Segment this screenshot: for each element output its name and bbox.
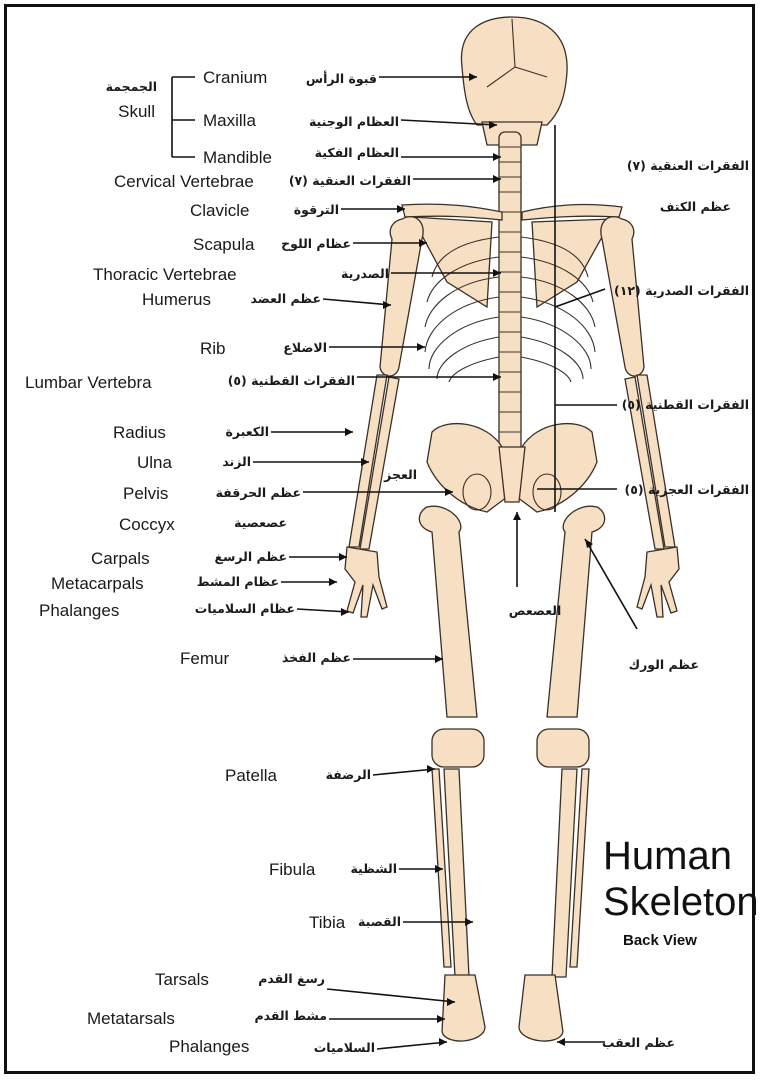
label-right-shoulder: عظم الكتف bbox=[660, 199, 731, 214]
label-tibia-ar: القصبة bbox=[358, 914, 401, 929]
pelvis-bone bbox=[427, 424, 507, 512]
title-line1: Human bbox=[603, 834, 732, 878]
label-rib-ar: الاضلاع bbox=[283, 340, 327, 355]
label-skull-ar: الجمجمة bbox=[106, 79, 157, 94]
label-humerus-ar: عظم العضد bbox=[251, 291, 321, 306]
humerus-bone bbox=[380, 217, 423, 376]
label-rib-en: Rib bbox=[200, 339, 226, 358]
label-radius-ar: الكعبرة bbox=[225, 424, 269, 439]
label-right-thoracic: الفقرات الصدرية (١٢) bbox=[614, 283, 749, 298]
label-skull-en: Skull bbox=[118, 102, 155, 121]
hand-bones bbox=[345, 547, 387, 617]
label-clavicle-en: Clavicle bbox=[190, 201, 250, 220]
foot-bones bbox=[442, 975, 485, 1041]
label-femur-ar: عظم الفخذ bbox=[282, 650, 351, 665]
label-humerus-en: Humerus bbox=[142, 290, 211, 309]
label-cervical-en: Cervical Vertebrae bbox=[114, 172, 254, 191]
label-carpals-ar: عظم الرسغ bbox=[215, 549, 287, 564]
label-fibula-ar: الشظية bbox=[350, 861, 397, 876]
label-scapula-ar: عظام اللوح bbox=[281, 236, 351, 252]
label-phalanges-hand-ar: عظام السلاميات bbox=[195, 601, 295, 617]
label-patella-ar: الرضفة bbox=[326, 767, 371, 782]
label-right-lumbar: الفقرات القطنية (٥) bbox=[622, 397, 749, 412]
label-carpals-en: Carpals bbox=[91, 549, 150, 568]
label-ulna-en: Ulna bbox=[137, 453, 173, 472]
label-right-cervical: الفقرات العنقية (٧) bbox=[627, 158, 749, 173]
label-metacarpals-ar: عظام المشط bbox=[197, 574, 279, 590]
label-phalanges-hand-en: Phalanges bbox=[39, 601, 119, 620]
label-coccyx-center: العصعص bbox=[509, 603, 561, 618]
label-clavicle-ar: الترقوة bbox=[294, 202, 339, 217]
label-tarsals-ar: رسغ القدم bbox=[258, 971, 325, 987]
label-coccyx-en: Coccyx bbox=[119, 515, 175, 534]
label-metacarpals-en: Metacarpals bbox=[51, 574, 144, 593]
label-right-sacral: الفقرات العجزية (٥) bbox=[625, 482, 749, 497]
label-right-heel: عظم العقب bbox=[602, 1035, 675, 1050]
label-cervical-ar: الفقرات العنقية (٧) bbox=[289, 173, 411, 188]
label-coccyx-ar: عصعصية bbox=[234, 515, 287, 530]
label-fibula-en: Fibula bbox=[269, 860, 316, 879]
label-right-hip: عظم الورك bbox=[629, 657, 699, 672]
label-tarsals-en: Tarsals bbox=[155, 970, 209, 989]
label-mandible-en: Mandible bbox=[203, 148, 272, 167]
label-maxilla-en: Maxilla bbox=[203, 111, 256, 130]
label-femur-en: Femur bbox=[180, 649, 229, 668]
label-phalanges-foot-ar: السلاميات bbox=[314, 1040, 375, 1055]
label-cranium-ar: قبوة الرأس bbox=[306, 70, 377, 86]
label-cranium-en: Cranium bbox=[203, 68, 267, 87]
scapula-bone bbox=[412, 217, 492, 307]
label-tibia-en: Tibia bbox=[309, 913, 346, 932]
label-metatarsals-ar: مشط القدم bbox=[254, 1008, 327, 1024]
patella-bone bbox=[432, 729, 484, 767]
femur-bone bbox=[419, 506, 477, 717]
label-ulna-ar: الزند bbox=[222, 454, 251, 469]
skeleton-diagram: الجمجمة Skull Cranium قبوة الرأس Maxilla… bbox=[7, 7, 758, 1077]
title-view: Back View bbox=[623, 932, 697, 949]
label-maxilla-ar: العظام الوجنية bbox=[309, 114, 399, 130]
diagram-frame: الجمجمة Skull Cranium قبوة الرأس Maxilla… bbox=[4, 4, 755, 1074]
label-pelvis-ar: عظم الحرقفة bbox=[216, 485, 301, 500]
label-scapula-en: Scapula bbox=[193, 235, 255, 254]
skull-bone bbox=[461, 17, 567, 125]
label-thoracic-ar: الصدرية bbox=[341, 266, 389, 281]
label-patella-en: Patella bbox=[225, 766, 278, 785]
label-pelvis-en: Pelvis bbox=[123, 484, 168, 503]
label-phalanges-foot-en: Phalanges bbox=[169, 1037, 249, 1056]
title-line2: Skeleton bbox=[603, 880, 758, 924]
label-lumbar-ar: الفقرات القطنية (٥) bbox=[228, 373, 355, 388]
label-mandible-ar: العظام الفكية bbox=[315, 145, 399, 161]
label-lumbar-en: Lumbar Vertebra bbox=[25, 373, 152, 392]
label-radius-en: Radius bbox=[113, 423, 166, 442]
label-thoracic-en: Thoracic Vertebrae bbox=[93, 265, 237, 284]
label-sacrum: العجز bbox=[383, 467, 417, 482]
label-metatarsals-en: Metatarsals bbox=[87, 1009, 175, 1028]
spine-bone bbox=[499, 132, 521, 477]
